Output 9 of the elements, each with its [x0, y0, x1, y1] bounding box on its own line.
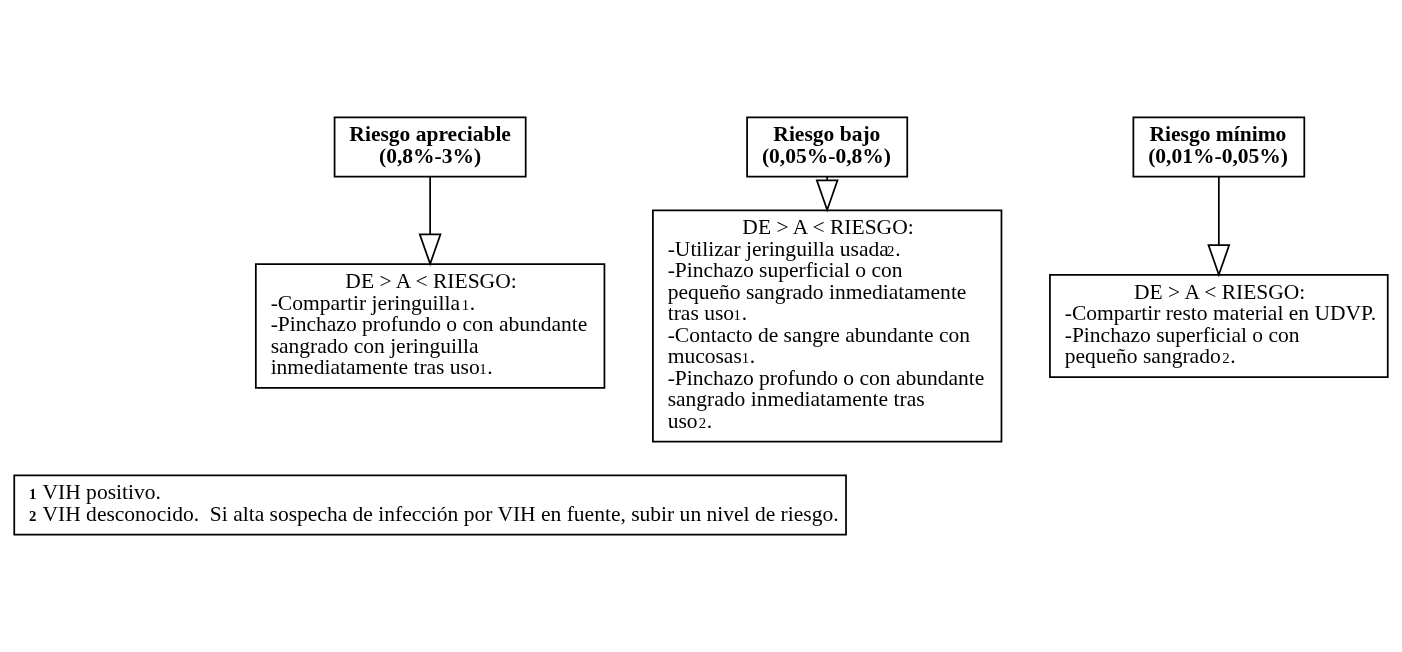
arrow	[1207, 175, 1231, 278]
node-box: DE > A < RIESGO: -Compartir jeringuilla1. -Pinchazo profundo o con abundante sangrado con jeringuilla inmediatamente tras uso1.	[254, 263, 606, 389]
arrow	[418, 175, 442, 267]
node-box: Riesgo mínimo (0,01%-0,05%)	[1132, 116, 1306, 178]
node-box: DE > A < RIESGO: -Compartir resto material en UDVP. -Pinchazo superficial o con pequeño sangrado2.	[1049, 274, 1389, 378]
node-box: DE > A < RIESGO: -Utilizar jeringuilla usada2. -Pinchazo superficial o con pequeño sangrado inmediatamente tras uso1. -Contacto de sangre abundante con mucosas1. -Pinchazo profundo o con abundante sangrado inmediatamente tras uso2.	[652, 209, 1003, 443]
node-box: Riesgo apreciable (0,8%-3%)	[333, 116, 527, 178]
node-box: 1 VIH positivo. 2 VIH desconocido. Si alta sospecha de infección por VIH en fuente, subir un nivel de riesgo.	[13, 474, 847, 536]
node-box: Riesgo bajo (0,05%-0,8%)	[746, 116, 909, 178]
